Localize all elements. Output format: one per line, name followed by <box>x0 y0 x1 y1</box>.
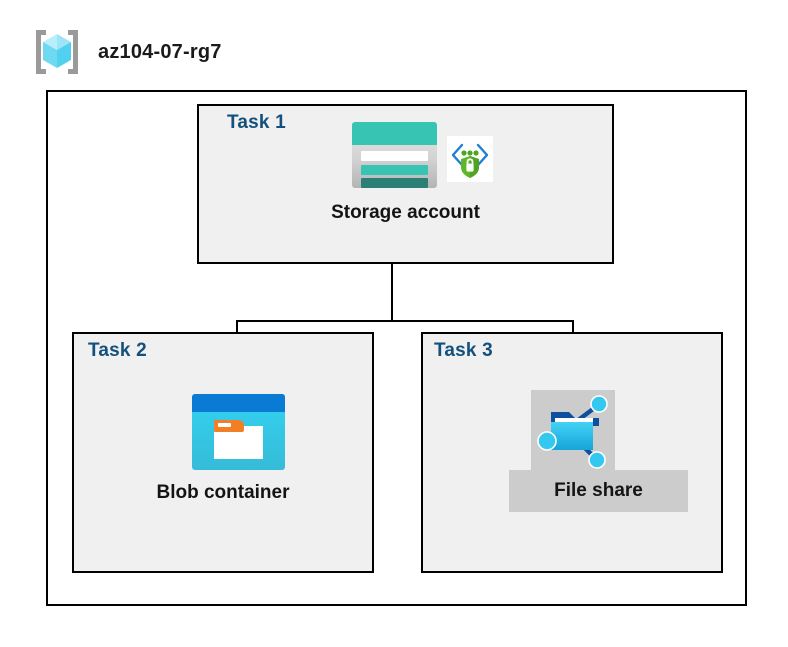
task-1-label: Task 1 <box>227 112 286 133</box>
blob-container-icon <box>192 394 285 470</box>
connector-trunk <box>391 264 393 322</box>
blob-container-label: Blob container <box>156 482 290 503</box>
resource-group-header: az104-07-rg7 <box>30 26 222 78</box>
resource-group-icon <box>30 26 84 78</box>
connector-horizontal-bar <box>236 320 574 322</box>
storage-account-label: Storage account <box>331 202 480 223</box>
resource-group-name: az104-07-rg7 <box>98 40 222 63</box>
file-share-label: File share <box>509 470 688 512</box>
storage-account-icon <box>352 122 437 188</box>
secure-transfer-icon <box>447 136 493 182</box>
task-3-label: Task 3 <box>434 340 493 361</box>
file-share-icon <box>531 390 615 472</box>
task-2-label: Task 2 <box>88 340 147 361</box>
